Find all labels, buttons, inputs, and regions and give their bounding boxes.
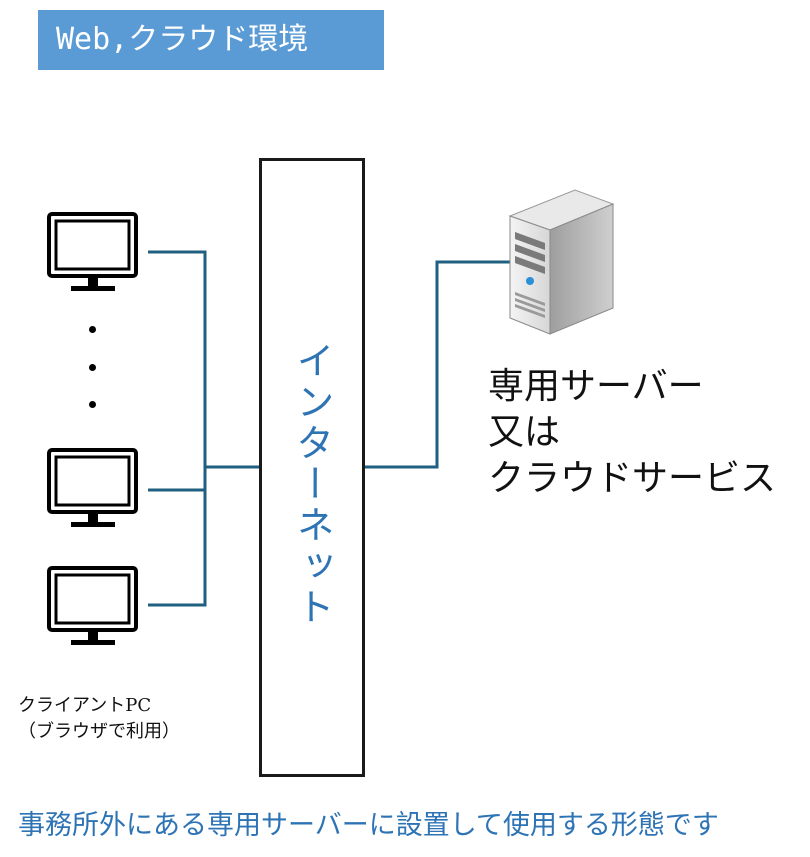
server-label: 専用サーバー 又は クラウドサービス [488,364,776,502]
client-monitor-icon [47,212,138,291]
client-label-line: （ブラウザで利用） [18,721,180,742]
server-label-line: 又は [488,412,561,453]
server-label-line: クラウドサービス [488,458,777,499]
ellipsis-dot [89,364,96,371]
internet-label: インターネット [290,341,334,628]
server-label-line: 専用サーバー [488,366,704,407]
ellipsis-dot [89,326,96,333]
internet-box: インターネット [259,158,365,777]
wire-client-1 [148,250,207,607]
diagram-caption: 事務所外にある専用サーバーに設置して使用する形態です [18,810,719,841]
diagram-title: Web,クラウド環境 [38,10,384,70]
client-monitor-icon [47,448,138,527]
client-label-line: クライアントPC [18,695,152,716]
client-monitor-icon [47,566,138,645]
ellipsis-dot [89,401,96,408]
server-icon [508,189,615,335]
client-label: クライアントPC （ブラウザで利用） [18,693,180,745]
wire-internet-to-server [365,260,510,469]
